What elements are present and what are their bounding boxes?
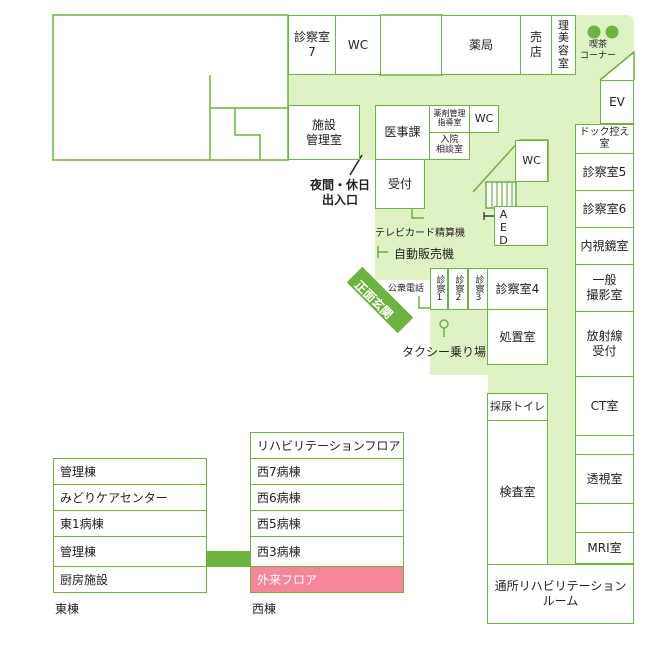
room-exam5: 診察室5	[575, 153, 634, 191]
east-item-2: みどりケアセンター	[53, 484, 207, 511]
west-item-5: 西3病棟	[250, 536, 404, 567]
room-mri: MRI室	[575, 532, 634, 564]
room-dock: ドック控え室	[575, 124, 634, 154]
aed-label: AED	[497, 208, 510, 247]
phone-marker	[418, 296, 430, 309]
west-item-3: 西6病棟	[250, 484, 404, 511]
top-empty-room	[379, 14, 443, 76]
room-exam1: 診察1	[430, 268, 448, 310]
room-shop: 売 店	[520, 15, 552, 75]
room-aed-alcove	[494, 206, 548, 246]
east-large-block	[52, 14, 289, 161]
cafe-dot-2	[605, 25, 619, 39]
west-item-2: 西7病棟	[250, 458, 404, 485]
east-inner-lines	[209, 75, 288, 160]
east-item-1: 管理棟	[53, 458, 207, 485]
room-facility: 施設 管理室	[288, 105, 360, 160]
room-ct: CT室	[575, 376, 634, 436]
room-pharmacy: 薬局	[441, 15, 521, 75]
stairs-icon	[485, 181, 517, 209]
night-entrance-marker	[349, 154, 363, 176]
vending-label: 自動販売機	[394, 247, 455, 261]
main-entrance-bar	[346, 266, 414, 334]
room-treatment: 処置室	[487, 309, 548, 365]
room-exam2: 診察2	[448, 268, 468, 310]
east-item-3: 東1病棟	[53, 510, 207, 537]
room-medical-affairs: 医事課	[375, 105, 430, 160]
room-exam4: 診察室4	[487, 268, 548, 310]
taxi-label: タクシー乗り場	[402, 345, 487, 359]
cafe-dot-1	[587, 25, 601, 39]
room-urine-toilet: 採尿トイレ	[487, 393, 548, 421]
west-item-1: リハビリテーションフロア	[250, 432, 404, 459]
room-reception: 受付	[375, 159, 425, 209]
room-radiology: 放射線 受付	[575, 311, 634, 377]
room-wc-mid: WC	[469, 105, 499, 133]
vending-marker	[377, 246, 388, 258]
room-lab: 検査室	[487, 420, 548, 565]
taxi-stop-icon	[439, 319, 449, 337]
room-barber: 理 美 容 室	[551, 15, 576, 75]
room-fluoroscopy: 透視室	[575, 454, 634, 504]
room-exam7: 診察室 7	[288, 15, 336, 75]
east-west-connector	[207, 551, 250, 567]
room-wc-top: WC	[335, 15, 381, 75]
aed-marker	[483, 212, 494, 220]
west-item-outpatient-highlighted: 外来フロア	[250, 566, 404, 593]
east-title: 東棟	[55, 602, 80, 616]
room-admission: 入院 相談室	[429, 132, 470, 160]
room-general-xray: 一般 撮影室	[575, 264, 634, 312]
ev-shaft	[599, 50, 635, 81]
room-right-small	[575, 435, 634, 455]
telecard-label: テレビカード精算機	[375, 228, 465, 239]
room-endoscopy: 内視鏡室	[575, 227, 634, 265]
telecard-marker	[411, 208, 424, 219]
east-item-5: 厨房施設	[53, 566, 207, 593]
room-exam6: 診察室6	[575, 190, 634, 228]
west-item-4: 西5病棟	[250, 510, 404, 537]
west-title: 西棟	[252, 602, 277, 616]
room-right-small-2	[575, 503, 634, 533]
room-outpatient-rehab: 通所リハビリテーション ルーム	[487, 564, 634, 624]
east-item-4: 管理棟	[53, 536, 207, 567]
night-entrance-label: 夜間・休日 出入口	[310, 178, 371, 207]
room-exam3: 診察3	[468, 268, 488, 310]
cafe-label: 喫茶 コーナー	[580, 40, 617, 61]
public-phone-label: 公衆電話	[388, 284, 425, 294]
room-drug-guidance: 薬剤管理 指導室	[429, 105, 470, 133]
room-ev: EV	[600, 80, 634, 124]
room-wc-right: WC	[515, 140, 548, 182]
